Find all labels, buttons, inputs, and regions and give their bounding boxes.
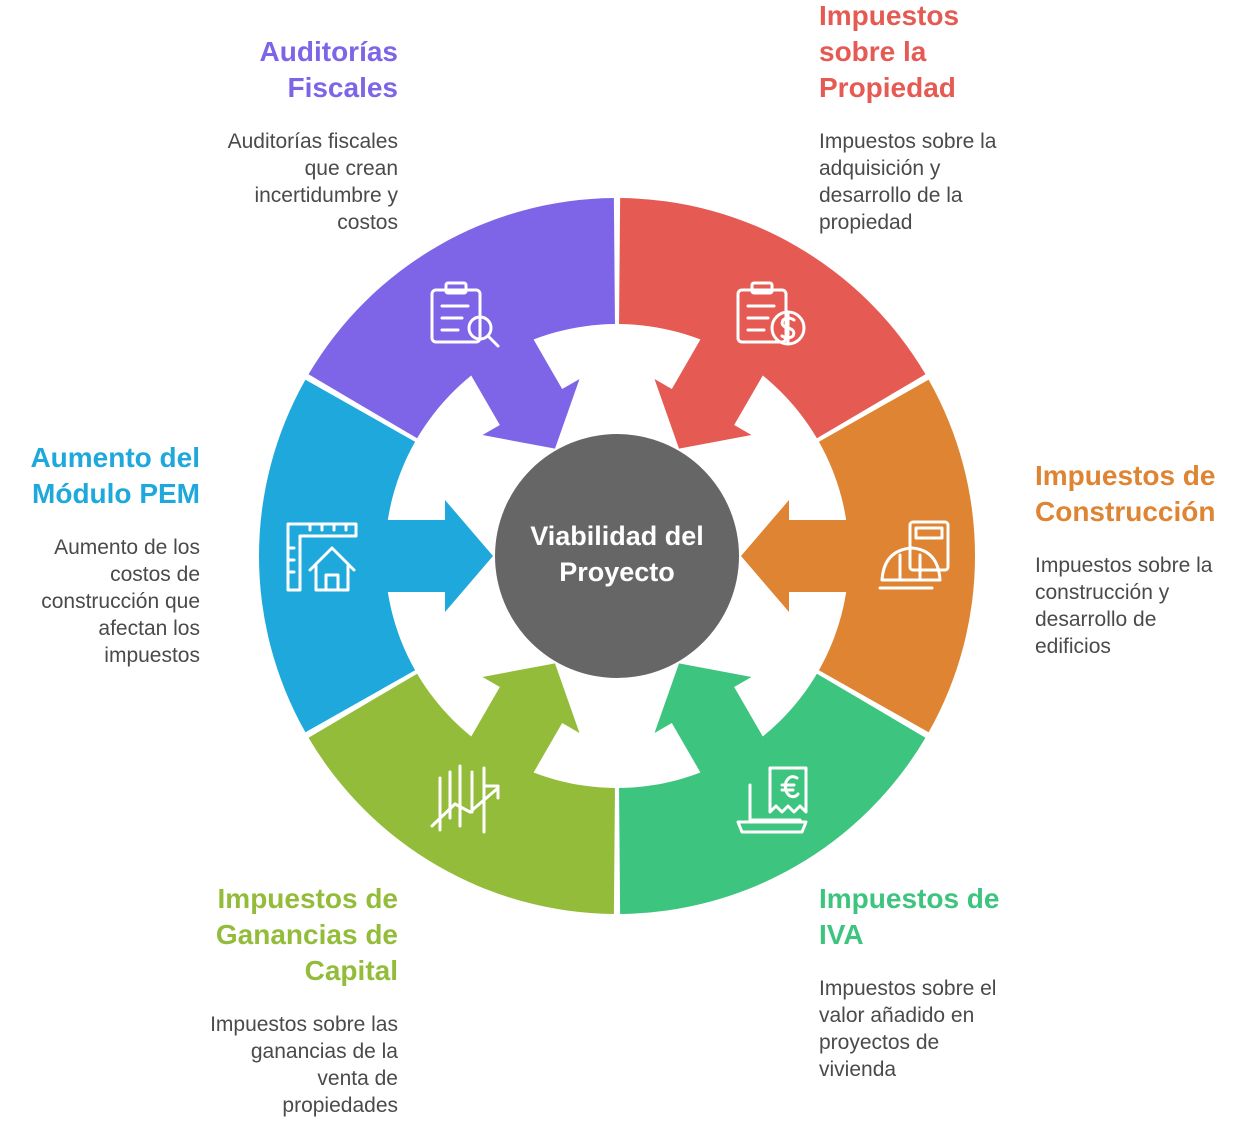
desc-line: incertidumbre y — [254, 184, 398, 207]
hardhat-calculator-icon — [878, 520, 950, 590]
desc-line: Impuestos sobre las — [210, 1013, 398, 1036]
desc-line: Aumento de los — [54, 536, 200, 559]
desc-line: Impuestos sobre la — [1035, 554, 1213, 577]
desc-line: impuestos — [104, 644, 200, 667]
laptop-euro-receipt-icon — [736, 766, 808, 834]
title-line: IVA — [819, 919, 864, 950]
title-line: Impuestos de — [1035, 460, 1216, 491]
segment-pem: Aumento del Módulo PEM Aumento de los co… — [0, 440, 200, 669]
title-line: Construcción — [1035, 496, 1216, 527]
segment-iva-desc: Impuestos sobre el valor añadido en proy… — [819, 975, 1079, 1083]
desc-line: Impuestos sobre el — [819, 977, 997, 1000]
desc-line: construcción que — [41, 590, 200, 613]
segment-auditorias: Auditorías Fiscales Auditorías fiscales … — [138, 34, 398, 236]
desc-line: Auditorías fiscales — [227, 130, 398, 153]
ring-segment-construccion — [818, 379, 976, 733]
desc-line: costos de — [110, 563, 200, 586]
segment-ganancias-desc: Impuestos sobre las ganancias de la vent… — [138, 1011, 398, 1119]
title-line: Fiscales — [287, 72, 398, 103]
center-label-line1: Viabilidad del — [530, 521, 704, 551]
segment-auditorias-title: Auditorías Fiscales — [138, 34, 398, 106]
desc-line: desarrollo de la — [819, 184, 963, 207]
ring-segment-ganancias — [308, 673, 615, 914]
ring-segment-propiedad — [619, 198, 926, 439]
desc-line: vivienda — [819, 1058, 897, 1081]
desc-line: Impuestos sobre la — [819, 130, 997, 153]
title-line: Impuestos — [819, 0, 960, 31]
desc-line: construcción y — [1035, 581, 1170, 604]
growth-chart-icon — [430, 764, 500, 834]
segment-construccion-desc: Impuestos sobre la construcción y desarr… — [1035, 552, 1250, 660]
segment-pem-desc: Aumento de los costos de construcción qu… — [0, 534, 200, 669]
title-line: Impuestos de — [819, 883, 1000, 914]
title-line: Aumento del — [30, 442, 200, 473]
segment-ganancias: Impuestos de Ganancias de Capital Impues… — [138, 881, 398, 1119]
title-line: Módulo PEM — [32, 478, 200, 509]
center-circle — [495, 434, 739, 678]
ruler-house-icon — [286, 522, 358, 592]
title-line: Ganancias de — [215, 919, 398, 950]
arrow-pem — [377, 500, 493, 612]
title-line: Propiedad — [819, 72, 956, 103]
arrow-auditorias — [465, 330, 580, 449]
arrow-construccion — [741, 500, 857, 612]
desc-line: venta de — [317, 1067, 398, 1090]
segment-propiedad: Impuestos sobre la Propiedad Impuestos s… — [819, 0, 1079, 236]
desc-line: proyectos de — [819, 1031, 940, 1054]
clipboard-dollar-icon — [736, 281, 806, 346]
segment-auditorias-desc: Auditorías fiscales que crean incertidum… — [138, 128, 398, 236]
center-label-line2: Proyecto — [559, 557, 675, 587]
segment-propiedad-desc: Impuestos sobre la adquisición y desarro… — [819, 128, 1079, 236]
arrow-iva — [654, 663, 769, 782]
arrow-ganancias — [465, 663, 580, 782]
desc-line: adquisición y — [819, 157, 941, 180]
title-line: Auditorías — [259, 36, 398, 67]
segment-construccion: Impuestos de Construcción Impuestos sobr… — [1035, 458, 1250, 660]
desc-line: afectan los — [98, 617, 200, 640]
segment-propiedad-title: Impuestos sobre la Propiedad — [819, 0, 1079, 106]
desc-line: valor añadido en — [819, 1004, 975, 1027]
clipboard-search-icon — [430, 281, 500, 348]
title-line: sobre la — [819, 36, 927, 67]
segment-iva-title: Impuestos de IVA — [819, 881, 1079, 953]
desc-line: que crean — [304, 157, 398, 180]
title-line: Capital — [304, 955, 398, 986]
desc-line: propiedad — [819, 211, 913, 234]
segment-ganancias-title: Impuestos de Ganancias de Capital — [138, 881, 398, 989]
ring-segment-pem — [258, 379, 416, 733]
desc-line: costos — [337, 211, 398, 234]
segment-pem-title: Aumento del Módulo PEM — [0, 440, 200, 512]
arrow-propiedad — [654, 330, 769, 449]
desc-line: desarrollo de — [1035, 608, 1157, 631]
title-line: Impuestos de — [217, 883, 398, 914]
segment-construccion-title: Impuestos de Construcción — [1035, 458, 1250, 530]
segment-iva: Impuestos de IVA Impuestos sobre el valo… — [819, 881, 1079, 1083]
ring-segment-iva — [619, 673, 926, 914]
desc-line: propiedades — [282, 1094, 398, 1117]
desc-line: ganancias de la — [250, 1040, 398, 1063]
center-label: Viabilidad del Proyecto — [498, 518, 736, 590]
desc-line: edificios — [1035, 635, 1111, 658]
